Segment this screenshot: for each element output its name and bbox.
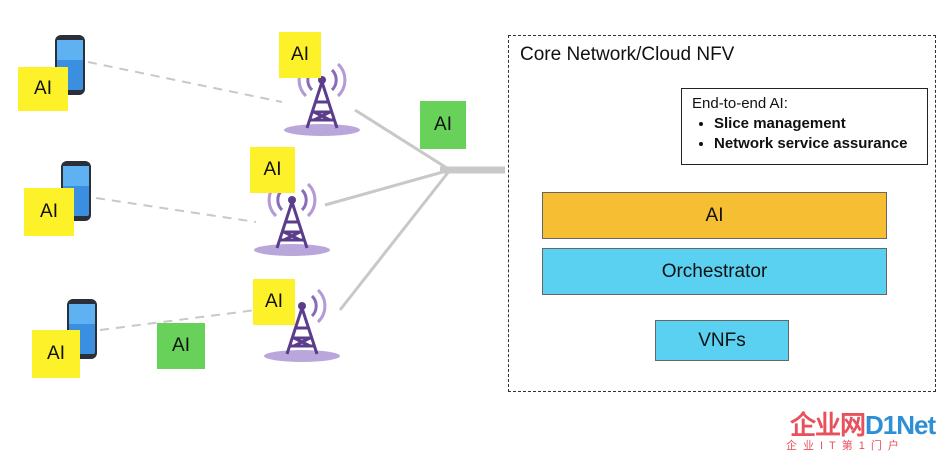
backhaul-ai-tag: AI — [420, 101, 466, 149]
wireless-link-3 — [99, 309, 257, 331]
backhaul-line-3 — [338, 169, 452, 311]
device-ai-tag-1: AI — [18, 67, 68, 111]
tower-ai-tag-1: AI — [279, 32, 321, 78]
watermark-logo: 企业网D1Net — [790, 405, 936, 442]
tower-ai-tag-3: AI — [253, 279, 295, 325]
orchestrator-layer: Orchestrator — [542, 248, 887, 295]
watermark-tagline: 企业IT第1门户 — [786, 440, 905, 452]
core-network-container — [508, 35, 936, 392]
link-ai-tag: AI — [157, 323, 205, 369]
cell-tower-icon-2 — [254, 182, 330, 256]
watermark-brand-b: D1Net — [865, 410, 936, 440]
list-item-slice-management: Slice management — [714, 114, 917, 134]
vnfs-layer: VNFs — [655, 320, 789, 361]
backhaul-line-1 — [354, 108, 451, 172]
end-to-end-ai-list: Slice management Network service assuran… — [692, 114, 917, 154]
device-ai-tag-3: AI — [32, 330, 80, 378]
device-ai-tag-2: AI — [24, 188, 74, 236]
end-to-end-ai-box: End-to-end AI: Slice management Network … — [681, 88, 928, 165]
end-to-end-ai-heading: End-to-end AI: — [692, 95, 788, 112]
backhaul-line-2 — [324, 168, 451, 207]
wireless-link-1 — [87, 61, 283, 103]
tower-ai-tag-2: AI — [250, 147, 295, 193]
core-network-title: Core Network/Cloud NFV — [520, 44, 735, 65]
wireless-link-2 — [95, 197, 257, 223]
ai-layer: AI — [542, 192, 887, 239]
watermark-brand-a: 企业网 — [790, 410, 866, 440]
list-item-network-service-assurance: Network service assurance — [714, 134, 917, 154]
